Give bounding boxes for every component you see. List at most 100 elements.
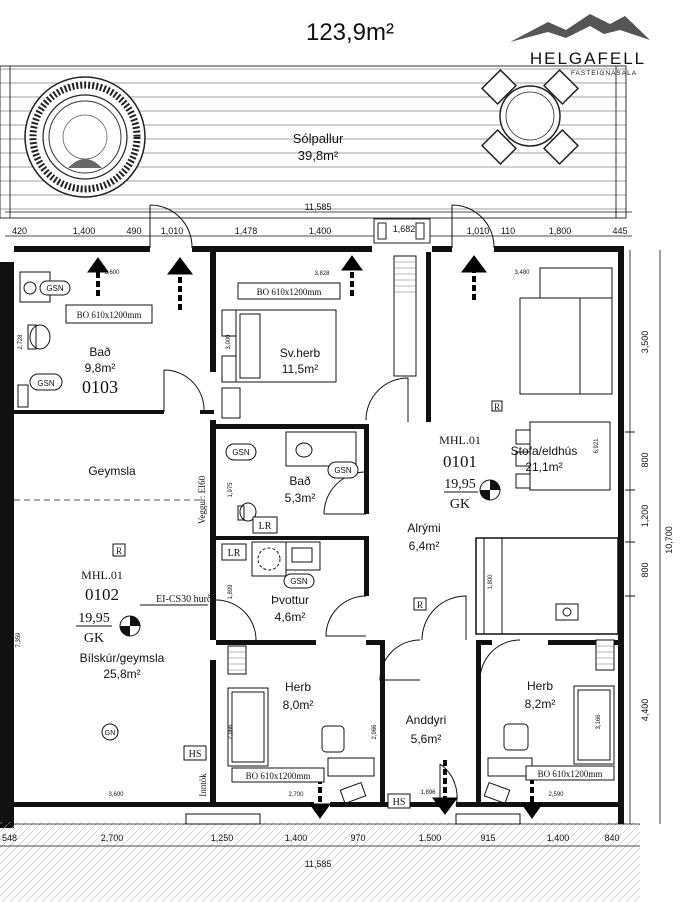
svg-text:110: 110: [501, 226, 515, 236]
svg-text:19,95: 19,95: [78, 611, 110, 626]
unit-number: 0103: [82, 377, 118, 397]
room-area: 8,2m²: [525, 697, 556, 711]
hatched-blocks: [17, 255, 615, 675]
svg-text:1,682: 1,682: [393, 224, 416, 234]
geymsla-label: Geymsla: [88, 464, 136, 478]
svg-text:800: 800: [640, 452, 650, 467]
room-alrymi: Alrými 6,4m² R: [407, 521, 441, 611]
wall-rating-label: Veggur: EI60: [197, 475, 207, 524]
svg-text:1,400: 1,400: [73, 226, 96, 236]
room-area: 5,3m²: [285, 491, 316, 505]
room-herb-left: Herb 8,0m² BO 610x1200mm: [227, 680, 375, 804]
svg-text:R: R: [417, 600, 423, 610]
svg-text:1,400: 1,400: [547, 833, 570, 843]
room-area: 4,6m²: [275, 610, 306, 624]
patio-table: [480, 68, 580, 166]
room-herb-right: Herb 8,2m² BO 610x1200mm: [483, 679, 615, 804]
room-name: Anddyri: [406, 713, 447, 727]
svg-text:2,728: 2,728: [18, 334, 24, 350]
svg-text:LR: LR: [228, 548, 241, 559]
room-area: 25,8m²: [103, 667, 140, 681]
svg-text:2,700: 2,700: [101, 833, 124, 843]
room-name: Herb: [527, 679, 553, 693]
hot-tub: [24, 76, 146, 198]
svg-text:GSN: GSN: [290, 577, 308, 586]
svg-text:GSN: GSN: [334, 466, 352, 475]
svg-text:GSN: GSN: [46, 284, 64, 293]
svg-text:11,585: 11,585: [305, 859, 332, 869]
svg-text:GK: GK: [450, 497, 470, 512]
top-dimensions: 11,585 420 1,400 490 1,010 1,478 1,400 1…: [5, 202, 632, 244]
svg-text:19,95: 19,95: [444, 477, 476, 492]
room-area: 9,8m²: [85, 361, 116, 375]
svg-text:800: 800: [640, 562, 650, 577]
svg-text:490: 490: [126, 226, 141, 236]
svg-text:R: R: [116, 546, 122, 556]
svg-text:BO 610x1200mm: BO 610x1200mm: [538, 769, 603, 779]
svg-text:MHL.01: MHL.01: [439, 433, 481, 447]
svg-text:1,478: 1,478: [235, 226, 258, 236]
room-thvottur: LR GSN Þvottur 4,6m²: [221, 541, 321, 624]
room-name: Herb: [285, 680, 311, 694]
svg-text:3,480: 3,480: [514, 270, 530, 276]
svg-text:BO 610x1200mm: BO 610x1200mm: [257, 287, 322, 297]
svg-text:1,400: 1,400: [285, 833, 308, 843]
inntok-label: Inntök: [198, 773, 208, 797]
svg-text:3,828: 3,828: [314, 271, 330, 277]
svg-text:R: R: [494, 402, 500, 412]
room-svherb: BO 610x1200mm Sv.herb 11,5m²: [221, 282, 341, 419]
svg-text:HS: HS: [393, 797, 406, 808]
svg-text:0102: 0102: [85, 585, 119, 604]
svg-text:1,800: 1,800: [488, 574, 494, 590]
room-area: 6,4m²: [409, 539, 440, 553]
svg-text:1,899: 1,899: [228, 584, 234, 600]
svg-text:1,500: 1,500: [419, 833, 442, 843]
svg-text:1,010: 1,010: [161, 226, 184, 236]
entry-arrows: [87, 255, 543, 819]
room-garage-0102: R MHL.01 0102 EI-CS30 hurð 19,95 GK Bíls…: [76, 543, 212, 797]
room-stofa: R Stofa/eldhús 21,1m²: [491, 267, 613, 491]
svg-text:915: 915: [480, 833, 495, 843]
svg-text:LR: LR: [259, 521, 272, 532]
svg-text:1,896: 1,896: [420, 790, 436, 796]
deck-doors: [149, 204, 495, 249]
deck-name: Sólpallur: [293, 131, 344, 146]
svg-text:548: 548: [2, 833, 17, 843]
svg-text:HS: HS: [189, 749, 202, 760]
room-name: Stofa/eldhús: [511, 444, 578, 458]
svg-text:445: 445: [612, 226, 627, 236]
svg-text:7,359: 7,359: [16, 632, 22, 648]
svg-text:3,600: 3,600: [108, 792, 124, 798]
room-bath-small: GSN GSN LR Bað 5,3m²: [225, 431, 359, 534]
svg-text:GSN: GSN: [232, 448, 250, 457]
total-area-label: 123,9m²: [306, 19, 394, 46]
svg-text:MHL.01: MHL.01: [81, 568, 123, 582]
svg-text:0101: 0101: [443, 452, 477, 471]
room-name: Bað: [89, 345, 111, 359]
svg-text:1,975: 1,975: [228, 482, 234, 498]
svg-text:1,250: 1,250: [211, 833, 234, 843]
svg-text:970: 970: [350, 833, 365, 843]
svg-text:3,166: 3,166: [596, 714, 602, 730]
svg-text:10,700: 10,700: [664, 526, 674, 554]
svg-text:6,921: 6,921: [594, 438, 600, 454]
room-area: 21,1m²: [525, 460, 562, 474]
unit-0101-label: MHL.01 0101 19,95 GK: [439, 433, 501, 512]
room-name: Alrými: [407, 521, 440, 535]
svg-text:420: 420: [12, 226, 27, 236]
svg-text:4,400: 4,400: [640, 699, 650, 722]
svg-text:1,010: 1,010: [467, 226, 490, 236]
door-rating-label: EI-CS30 hurð: [156, 594, 212, 605]
svg-text:11,585: 11,585: [305, 202, 332, 212]
walls: [0, 246, 624, 828]
room-anddyri: Anddyri 5,6m² HS: [387, 713, 447, 809]
brand-name: HELGAFELL: [530, 49, 646, 68]
room-area: 8,0m²: [283, 698, 314, 712]
kitchen: [483, 537, 579, 635]
room-name: Sv.herb: [280, 346, 321, 360]
bo-label: BO 610x1200mm: [77, 310, 142, 320]
inner-dimensions: 3,600 3,828 3,480 2,728 3,600 2,700 1,89…: [16, 270, 602, 798]
room-name: Þvottur: [271, 593, 309, 607]
svg-text:BO 610x1200mm: BO 610x1200mm: [246, 771, 311, 781]
room-name: Bílskúr/geymsla: [80, 651, 165, 665]
